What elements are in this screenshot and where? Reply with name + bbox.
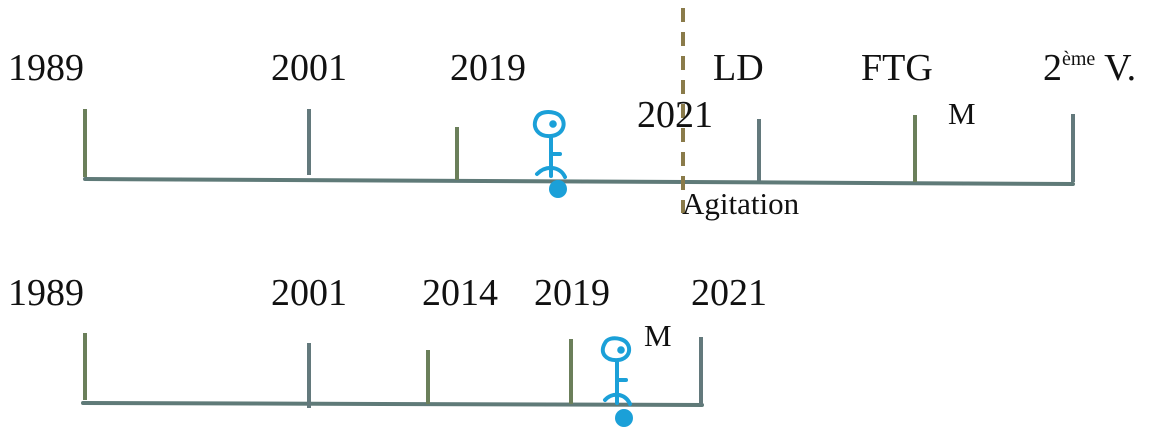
top-timeline <box>83 8 1075 213</box>
event-m-label: M <box>948 96 976 131</box>
bottom-year-2021: 2021 <box>691 272 767 314</box>
bottom-year-2014: 2014 <box>422 272 498 314</box>
event-ftg-label: FTG <box>861 47 933 89</box>
event-agitation-label: Agitation <box>682 186 800 221</box>
top-year-2019: 2019 <box>450 47 526 89</box>
top-year-2001: 2001 <box>271 47 347 89</box>
event-ld-label: LD <box>713 47 764 89</box>
event-2eme-v-suffix: V. <box>1095 47 1137 89</box>
bottom-year-1989: 1989 <box>8 272 84 314</box>
bottom-year-2001: 2001 <box>271 272 347 314</box>
person-figure-icon <box>600 336 633 427</box>
bottom-axis-line <box>81 401 704 407</box>
bottom-m-label: M <box>644 318 672 353</box>
top-axis-line <box>83 177 1075 186</box>
bottom-year-2019: 2019 <box>534 272 610 314</box>
event-2eme-v-label: 2ème V. <box>1043 49 1136 87</box>
top-year-1989: 1989 <box>8 47 84 89</box>
bottom-timeline <box>81 333 704 408</box>
person-figure-icon <box>532 110 567 198</box>
event-2eme-v-number: 2 <box>1043 47 1062 89</box>
event-2eme-v-superscript: ème <box>1062 48 1096 70</box>
top-year-2021: 2021 <box>637 94 713 136</box>
